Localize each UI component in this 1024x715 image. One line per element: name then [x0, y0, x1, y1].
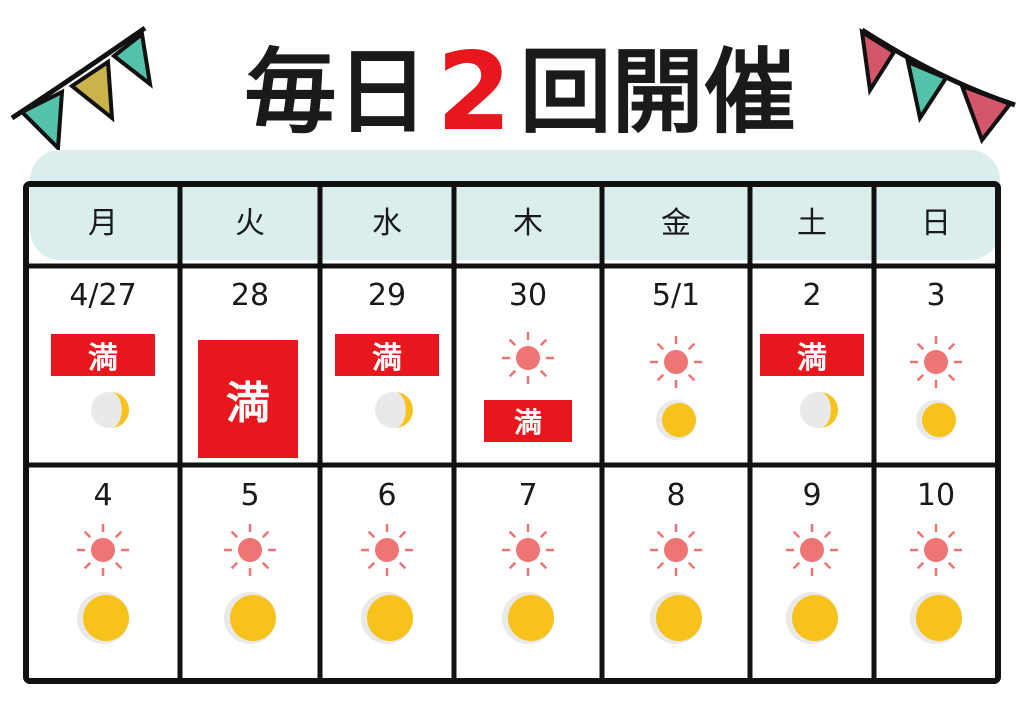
- bunting-left: [10, 25, 153, 150]
- calendar-lines: [23, 181, 1001, 684]
- day-number: 6: [377, 478, 397, 513]
- sun-icon: [502, 524, 554, 576]
- moon-icon: [786, 592, 838, 644]
- moon-icon: [502, 592, 554, 644]
- sun-icon: [910, 336, 962, 388]
- moon-icon: [800, 392, 838, 428]
- sun-icon: [77, 524, 129, 576]
- day-number: 5: [240, 478, 260, 513]
- day-number: 4: [93, 478, 113, 513]
- day-number: 2: [802, 278, 822, 313]
- title-part2: 回開催: [519, 39, 796, 146]
- moon-icon: [77, 592, 129, 644]
- weekday-header: 日: [921, 206, 951, 241]
- day-number: 3: [926, 278, 946, 313]
- sun-icon: [910, 524, 962, 576]
- moon-icon: [361, 592, 413, 644]
- page-title: 毎日 2 回開催: [190, 28, 850, 158]
- moon-icon: [91, 392, 129, 428]
- bunting-right: [859, 27, 1016, 145]
- sun-icon: [786, 524, 838, 576]
- weekday-header: 水: [372, 206, 402, 241]
- weekday-header: 金: [661, 206, 691, 241]
- header-wash: [30, 150, 1000, 260]
- weekday-header: 木: [513, 206, 543, 241]
- full-badge: 満: [198, 340, 298, 458]
- moon-icon: [224, 592, 276, 644]
- day-number: 29: [367, 278, 407, 313]
- full-badge: 満: [760, 334, 864, 376]
- full-badge: 満: [484, 400, 572, 442]
- weekday-header: 土: [797, 206, 827, 241]
- day-number: 30: [508, 278, 548, 313]
- day-number: 4/27: [69, 278, 137, 313]
- full-badge: 満: [335, 334, 439, 376]
- moon-icon: [656, 400, 696, 440]
- weekday-header: 火: [235, 206, 265, 241]
- day-number: 7: [518, 478, 538, 513]
- moon-icon: [650, 592, 702, 644]
- day-number: 28: [230, 278, 270, 313]
- sun-icon: [650, 336, 702, 388]
- moon-icon: [910, 592, 962, 644]
- title-part1: 毎日: [244, 39, 429, 146]
- sun-icon: [650, 524, 702, 576]
- sun-icon: [502, 332, 554, 384]
- moon-icon: [375, 392, 413, 428]
- sun-icon: [361, 524, 413, 576]
- sun-icon: [224, 524, 276, 576]
- day-number: 9: [802, 478, 822, 513]
- day-number: 8: [666, 478, 686, 513]
- calendar-grid: 月 火 水 木 金 土 日 4/27 満 28 満 29 満 30 満 5/1 2 満 3 4 5 6 7 8 9 10: [22, 180, 1002, 685]
- day-number: 10: [916, 478, 956, 513]
- moon-icon: [916, 400, 956, 440]
- full-badge: 満: [51, 334, 155, 376]
- weekday-header: 月: [88, 206, 118, 241]
- day-number: 5/1: [651, 278, 701, 313]
- title-number: 2: [436, 30, 512, 155]
